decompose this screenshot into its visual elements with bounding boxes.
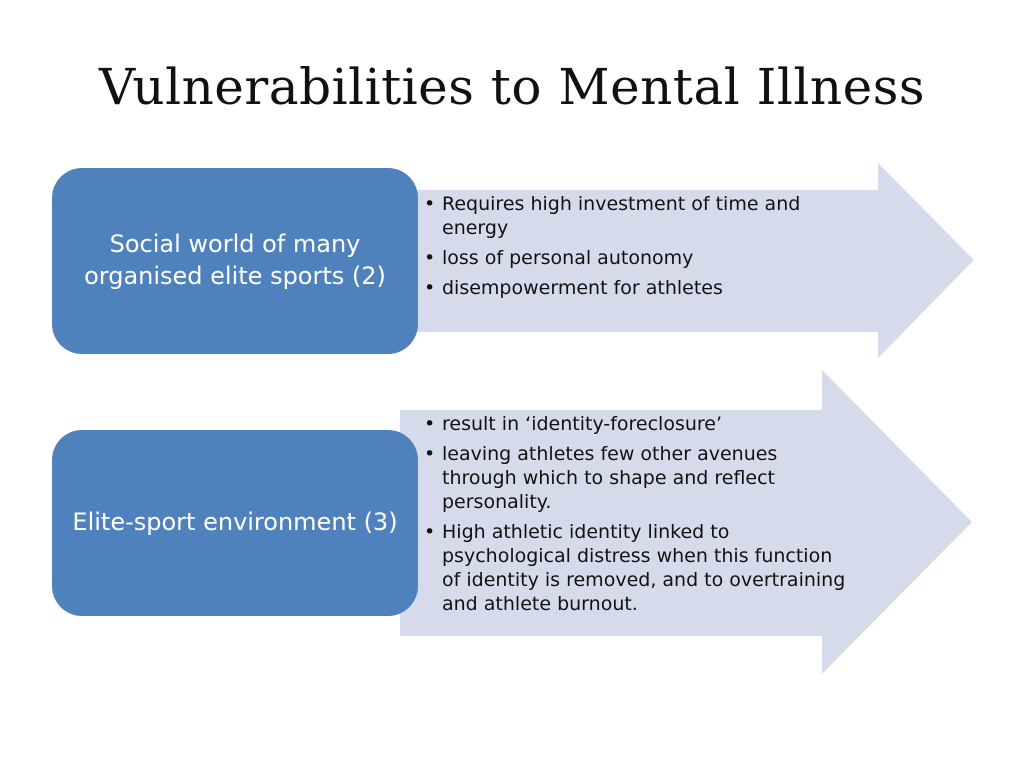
bullet-item: High athletic identity linked to psychol… bbox=[424, 520, 856, 616]
category-box-elite-sport: Elite-sport environment (3) bbox=[52, 430, 418, 616]
category-label-2: Elite-sport environment (3) bbox=[72, 508, 398, 537]
category-label-1: Social world of many organised elite spo… bbox=[84, 230, 386, 290]
bullet-list-1: Requires high investment of time and ene… bbox=[424, 192, 854, 306]
bullet-item: disempowerment for athletes bbox=[424, 276, 854, 300]
bullet-item: leaving athletes few other avenues throu… bbox=[424, 442, 856, 514]
bullet-item: result in ‘identity-foreclosure’ bbox=[424, 412, 856, 436]
bullet-item: Requires high investment of time and ene… bbox=[424, 192, 854, 240]
bullet-list-2: result in ‘identity-foreclosure’ leaving… bbox=[424, 412, 856, 622]
bullet-item: loss of personal autonomy bbox=[424, 246, 854, 270]
category-box-social-world: Social world of many organised elite spo… bbox=[52, 168, 418, 354]
slide-title: Vulnerabilities to Mental Illness bbox=[98, 58, 926, 116]
